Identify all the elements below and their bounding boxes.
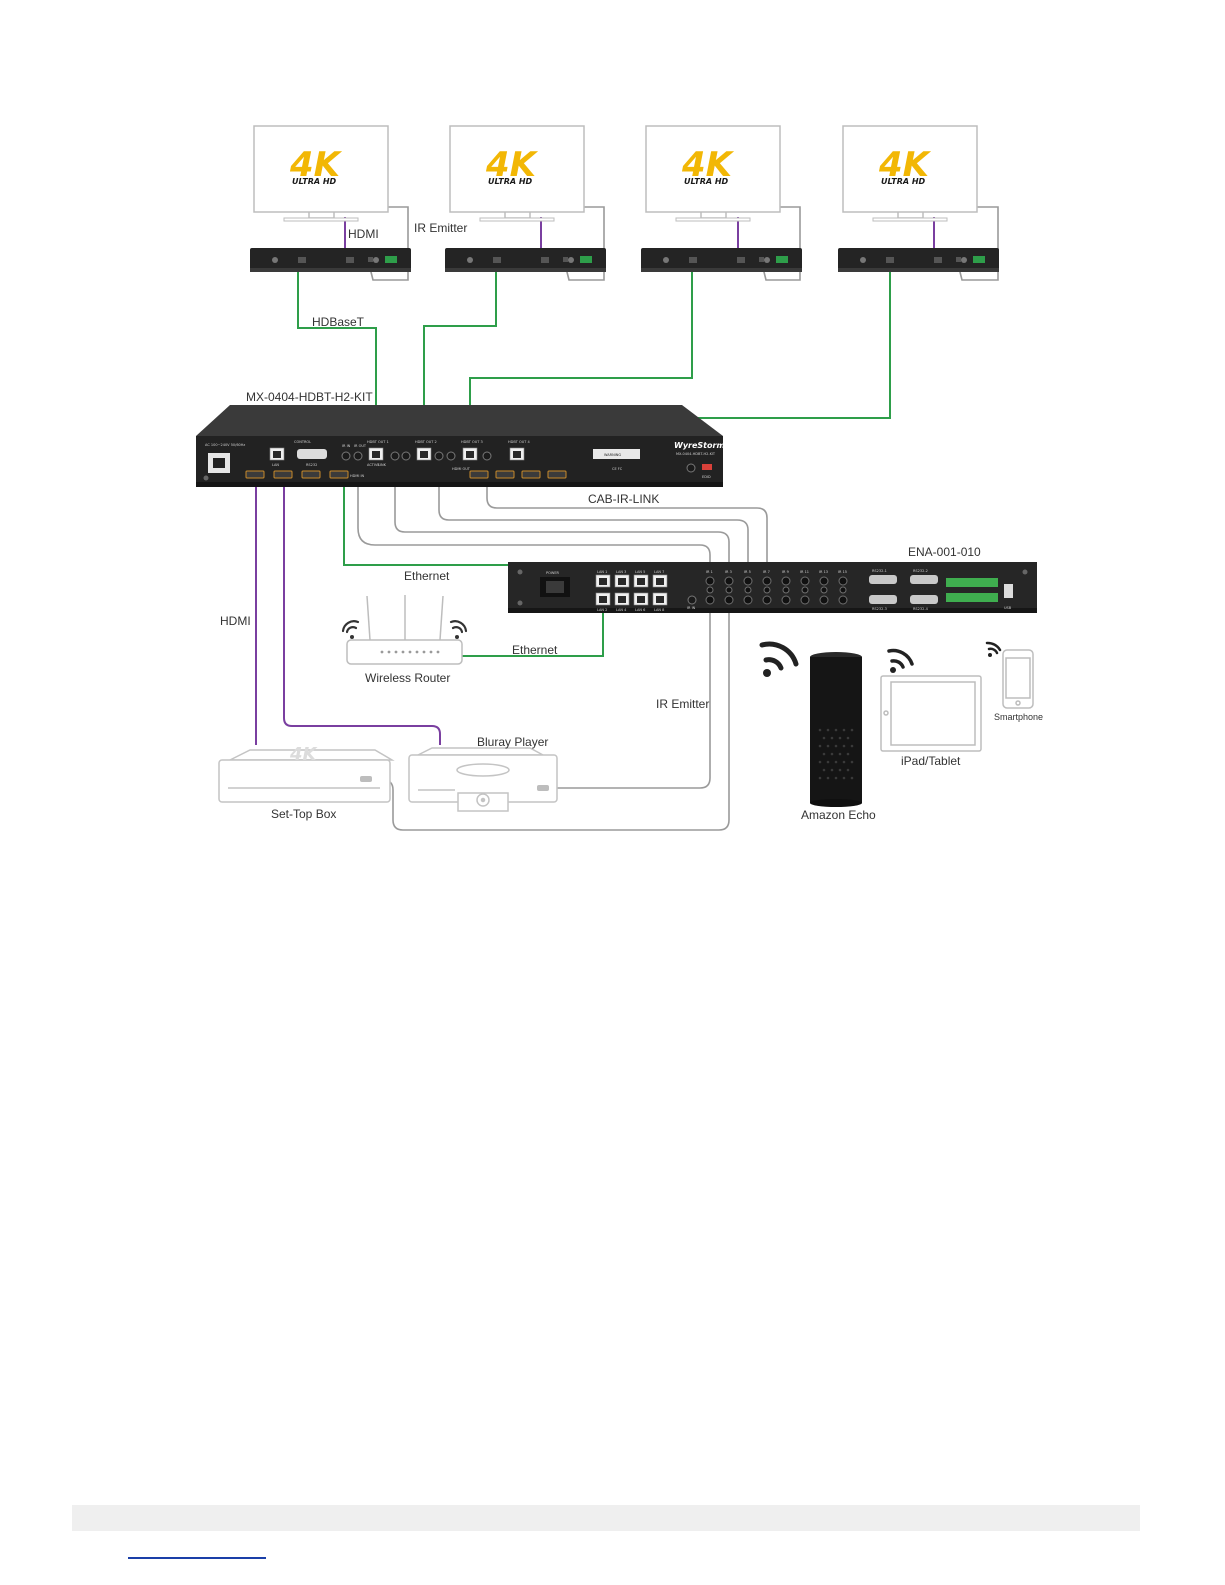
ena-rs232-2: RS232-2 [913,569,928,573]
display-logo-uhd: ULTRA HD [292,177,337,186]
page-footer-bar [72,1505,1140,1531]
ena-ir-3: IR 3 [725,570,732,574]
display-2: 4K ULTRA HD [449,125,585,222]
matrix-ir-out-label: IR OUT [354,444,367,448]
echo-wifi-icon [759,641,799,677]
label-hdmi-top: HDMI [348,227,379,241]
display-logo-4k: 4K [878,145,932,185]
label-ipad-tablet: iPad/Tablet [901,754,961,768]
label-matrix-model: MX-0404-HDBT-H2-KIT [246,390,373,404]
label-bluray-player: Bluray Player [477,735,548,749]
hdbaset-receiver-1 [250,248,411,272]
set-top-box-4k-mark: 4K [289,744,319,765]
label-ethernet-1: Ethernet [404,569,450,583]
label-hdmi-left: HDMI [220,614,251,628]
label-hdbaset: HDBaseT [312,315,365,329]
matrix-hdmi-in-label: HDMI IN [350,474,365,478]
matrix-hdbt-out-2: HDBT OUT 2 [415,440,437,444]
matrix-edid-label: EDID [702,475,711,479]
display-logo-uhd: ULTRA HD [881,177,926,186]
label-set-top-box: Set-Top Box [271,807,336,821]
label-cab-ir-link: CAB-IR-LINK [588,492,659,506]
hdbaset-receiver-2 [445,248,606,272]
ena-lan-5: LAN 5 [635,570,645,574]
matrix-warning-label: WARNING [604,453,621,457]
settop-ir-emitter [360,776,372,782]
ena-lan-1: LAN 1 [597,570,607,574]
ena-lan-4: LAN 4 [616,608,627,612]
ir-cables [357,206,999,831]
ena-ir-15: IR 15 [838,570,847,574]
ena-ir-in-label: IR IN [687,606,696,610]
set-top-box-icon: 4K [218,744,395,803]
display-1: 4K ULTRA HD [253,125,389,222]
ena-lan-6: LAN 6 [635,608,645,612]
ipad-tablet-icon [880,675,982,752]
matrix-power-label: AC 100~240V 50/60Hz [205,443,245,447]
ena-controller: POWER LAN 1 LAN 3 LAN 5 LAN 7 LAN 2 LAN … [508,562,1037,613]
display-4: 4K ULTRA HD [842,125,978,222]
display-logo-uhd: ULTRA HD [488,177,533,186]
ena-rs232-1: RS232-1 [872,569,887,573]
bluray-player-icon [408,747,558,812]
hdbaset-receiver-4 [838,248,999,272]
smartphone-wifi-icon [985,641,1002,657]
bluray-ir-emitter [537,785,549,791]
matrix-hdmi-out-label: HDMI OUT [452,467,471,471]
matrix-lan-label: LAN [272,463,279,467]
smartphone-icon [1002,649,1034,709]
ena-ir-7: IR 7 [763,570,770,574]
ena-lan-8: LAN 8 [654,608,664,612]
ena-ir-1: IR 1 [706,570,713,574]
matrix-switch: AC 100~240V 50/60Hz CONTROL LAN RS232 HD… [196,405,725,487]
label-ethernet-2: Ethernet [512,643,558,657]
ena-usb-label: USB [1004,606,1012,610]
router-wifi-icon-left [341,620,360,639]
ena-ir-5: IR 5 [744,570,751,574]
ena-rs232-3: RS232-3 [872,607,887,611]
matrix-hdbt-out-4: HDBT OUT 4 [508,440,531,444]
label-wireless-router: Wireless Router [365,671,450,685]
display-3: 4K ULTRA HD [645,125,781,222]
display-logo-4k: 4K [485,145,539,185]
label-amazon-echo: Amazon Echo [801,808,876,822]
hdbaset-receiver-3 [641,248,802,272]
matrix-model-small: MX-0404-HDBT-H2-KIT [676,452,716,456]
display-logo-4k: 4K [289,145,343,185]
ena-lan-3: LAN 3 [616,570,626,574]
label-smartphone: Smartphone [994,712,1043,722]
ena-lan-2: LAN 2 [597,608,607,612]
matrix-active-label: ACTIVE [367,463,380,467]
matrix-ir-in-label: IR IN [342,444,351,448]
matrix-cert-label: CE FC [612,467,623,471]
ena-ir-9: IR 9 [782,570,789,574]
ena-power-label: POWER [546,571,560,575]
ena-ir-11: IR 11 [800,570,809,574]
matrix-brand-logo: WyreStorm [674,441,725,450]
matrix-link-label: LINK [378,463,387,467]
matrix-rs232-label: RS232 [306,463,317,467]
wireless-router-icon [346,595,463,665]
page-footer-link-underline[interactable] [128,1557,266,1559]
tablet-wifi-icon [887,648,914,673]
label-ir-emitter-bottom: IR Emitter [656,697,709,711]
display-logo-uhd: ULTRA HD [684,177,729,186]
router-wifi-icon-right [449,620,468,639]
label-ir-emitter-top: IR Emitter [414,221,467,235]
display-logo-4k: 4K [681,145,735,185]
matrix-hdbt-out-1: HDBT OUT 1 [367,440,389,444]
ena-rs232-4: RS232-4 [913,607,929,611]
amazon-echo-icon [810,652,862,807]
ena-ir-13: IR 13 [819,570,828,574]
matrix-control-label: CONTROL [294,440,311,444]
label-ena-model: ENA-001-010 [908,545,981,559]
ena-lan-7: LAN 7 [654,570,664,574]
matrix-hdbt-out-3: HDBT OUT 3 [461,440,483,444]
